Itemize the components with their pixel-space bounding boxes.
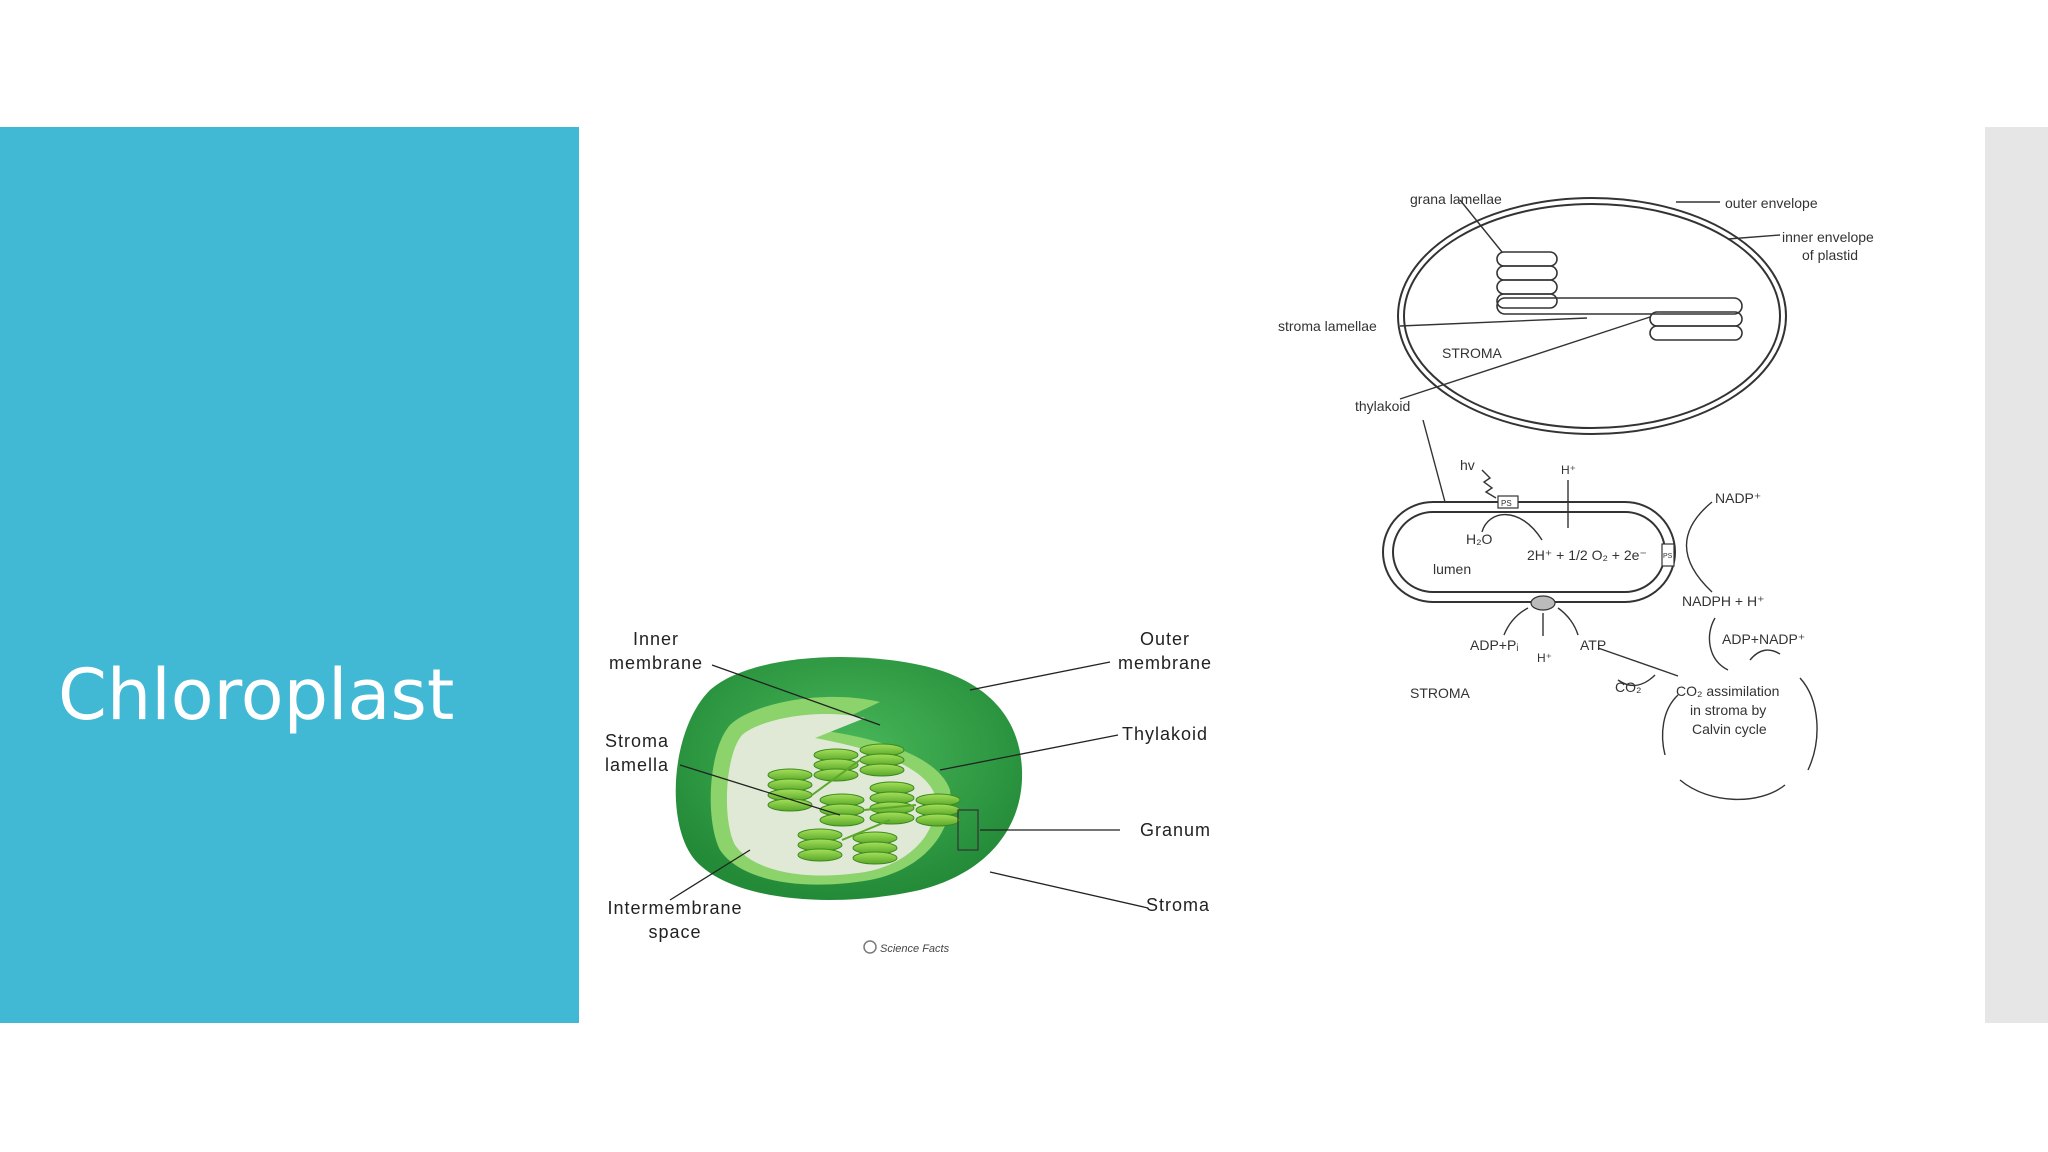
label-outer-membrane: Outer: [1140, 629, 1190, 649]
atp-synthase: [1530, 595, 1556, 611]
label-co2: CO₂: [1615, 679, 1641, 695]
label-ps-box: PS: [1501, 499, 1512, 508]
label-inner-membrane-2: membrane: [609, 653, 703, 673]
label-nadp-plus: NADP⁺: [1715, 490, 1761, 506]
label-calvin-3: Calvin cycle: [1692, 721, 1767, 737]
label-thylakoid: Thylakoid: [1122, 724, 1208, 744]
slide-title: Chloroplast: [58, 654, 455, 736]
label-atp: ATP: [1580, 637, 1606, 653]
granum: [767, 768, 813, 812]
inner-envelope-shape: [1403, 203, 1781, 429]
granum: [797, 828, 843, 862]
label-stroma-top: STROMA: [1442, 345, 1503, 361]
photosystem-box: [1497, 495, 1519, 509]
label-adp-pi: ADP+Pᵢ: [1470, 637, 1519, 653]
label-stroma-bottom: STROMA: [1410, 685, 1471, 701]
label-thylakoid: thylakoid: [1355, 398, 1410, 414]
right-edge-strip: [1985, 127, 2048, 1023]
grana-stacks: [767, 743, 961, 865]
label-hv: hv: [1460, 457, 1475, 473]
label-nadph: NADPH + H⁺: [1682, 593, 1764, 609]
title-panel: Chloroplast: [0, 127, 579, 1023]
chloroplast-illustration: Inner membrane Outer membrane Stroma lam…: [605, 629, 1212, 955]
granum: [819, 793, 865, 827]
outer-envelope-shape: [1397, 197, 1787, 435]
label-grana-lamellae: grana lamellae: [1410, 191, 1502, 207]
grana-stack-left: [1496, 251, 1558, 309]
label-stroma-lamella-2: lamella: [605, 755, 669, 775]
thylakoid-lumen-shape: [1382, 501, 1676, 603]
label-h-plus-top: H⁺: [1561, 463, 1576, 477]
label-outer-envelope: outer envelope: [1725, 195, 1818, 211]
label-h-plus-bottom: H⁺: [1537, 651, 1552, 665]
label-granum: Granum: [1140, 820, 1211, 840]
label-ps-box-right: PS: [1663, 553, 1673, 560]
label-lumen: lumen: [1433, 561, 1471, 577]
label-reaction: 2H⁺ + 1/2 O₂ + 2e⁻: [1527, 547, 1647, 563]
photosystem-box-right: [1661, 543, 1675, 567]
science-facts-watermark: Science Facts: [863, 940, 950, 955]
label-inner-envelope-2: of plastid: [1802, 247, 1858, 263]
label-intermembrane-2: space: [648, 922, 701, 942]
label-inner-envelope: inner envelope: [1782, 229, 1874, 245]
granum: [852, 831, 898, 865]
granum: [859, 743, 905, 777]
label-stroma-lamellae: stroma lamellae: [1278, 318, 1377, 334]
watermark-text: Science Facts: [880, 943, 950, 955]
granum: [915, 793, 961, 827]
label-inner-membrane: Inner: [633, 629, 679, 649]
label-outer-membrane-2: membrane: [1118, 653, 1212, 673]
schematic-arrows: [1399, 199, 1818, 801]
label-adp-nadp: ADP+NADP⁺: [1722, 631, 1805, 647]
leader-lines: [669, 661, 1149, 909]
granum-highlight-box: [957, 809, 979, 851]
label-stroma-lamella: Stroma: [605, 731, 669, 751]
grana-stack-right: [1649, 311, 1743, 341]
chloroplast-schematic: grana lamellae outer envelope inner enve…: [1278, 191, 1874, 801]
stroma-lamella-shape: [1496, 297, 1743, 315]
label-intermembrane: Intermembrane: [607, 898, 742, 918]
label-stroma: Stroma: [1146, 895, 1210, 915]
label-calvin-1: CO₂ assimilation: [1676, 683, 1779, 699]
label-h2o: H₂O: [1466, 531, 1493, 547]
label-calvin-2: in stroma by: [1690, 702, 1766, 718]
granum: [813, 748, 859, 782]
